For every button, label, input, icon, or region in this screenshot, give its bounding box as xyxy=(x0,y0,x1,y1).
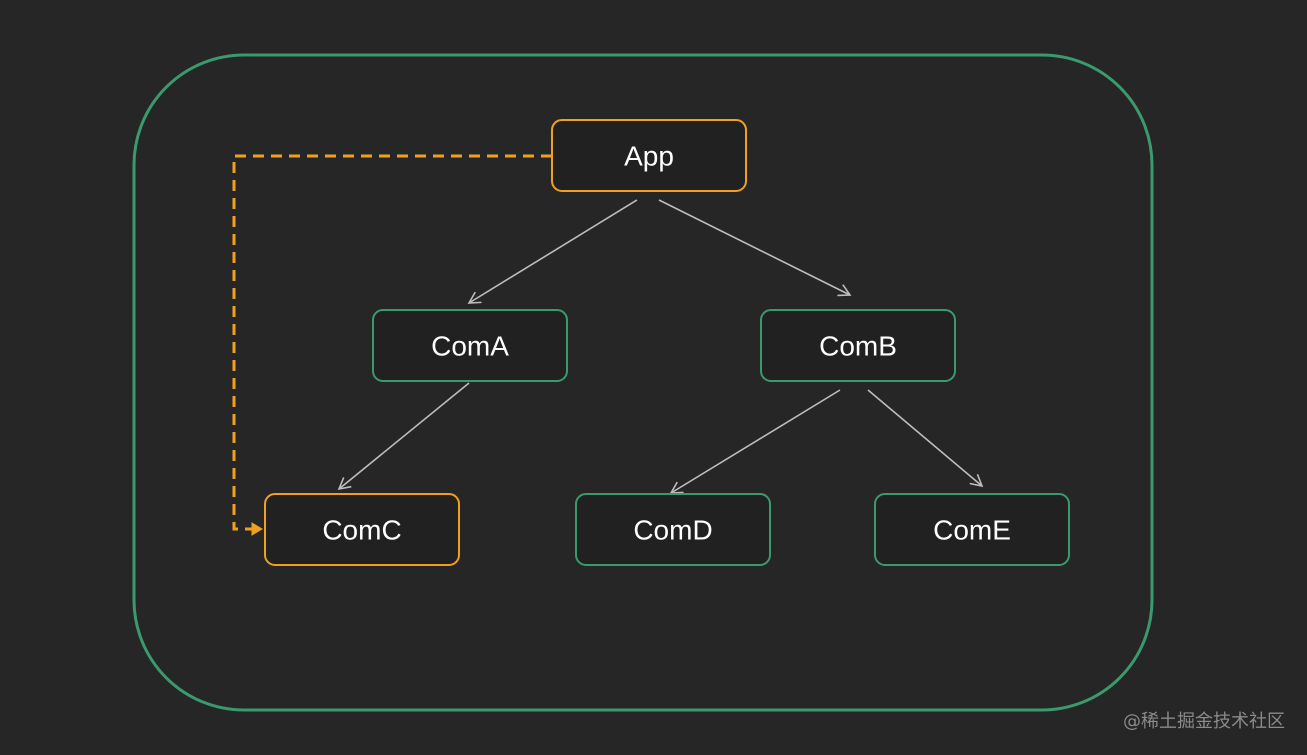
watermark-text: @稀土掘金技术社区 xyxy=(1123,711,1285,732)
node-comb: ComB xyxy=(760,309,956,382)
edge-comb-to-comd xyxy=(669,389,841,494)
node-coma: ComA xyxy=(372,309,568,382)
node-comc-label: ComC xyxy=(322,515,401,546)
node-comd-label: ComD xyxy=(633,515,712,546)
edge-app-to-comc-dashed xyxy=(232,154,552,536)
edge-comb-to-come xyxy=(867,389,984,488)
node-come: ComE xyxy=(874,493,1070,566)
edge-coma-to-comc xyxy=(337,382,470,491)
edge-app-to-comb xyxy=(658,199,852,297)
node-comb-label: ComB xyxy=(819,331,897,362)
edge-app-to-coma xyxy=(467,199,638,304)
node-comc: ComC xyxy=(264,493,460,566)
node-app-label: App xyxy=(624,141,674,172)
node-coma-label: ComA xyxy=(431,331,509,362)
node-come-label: ComE xyxy=(933,515,1011,546)
node-app: App xyxy=(551,119,747,192)
container-frame xyxy=(132,53,1154,712)
node-comd: ComD xyxy=(575,493,771,566)
